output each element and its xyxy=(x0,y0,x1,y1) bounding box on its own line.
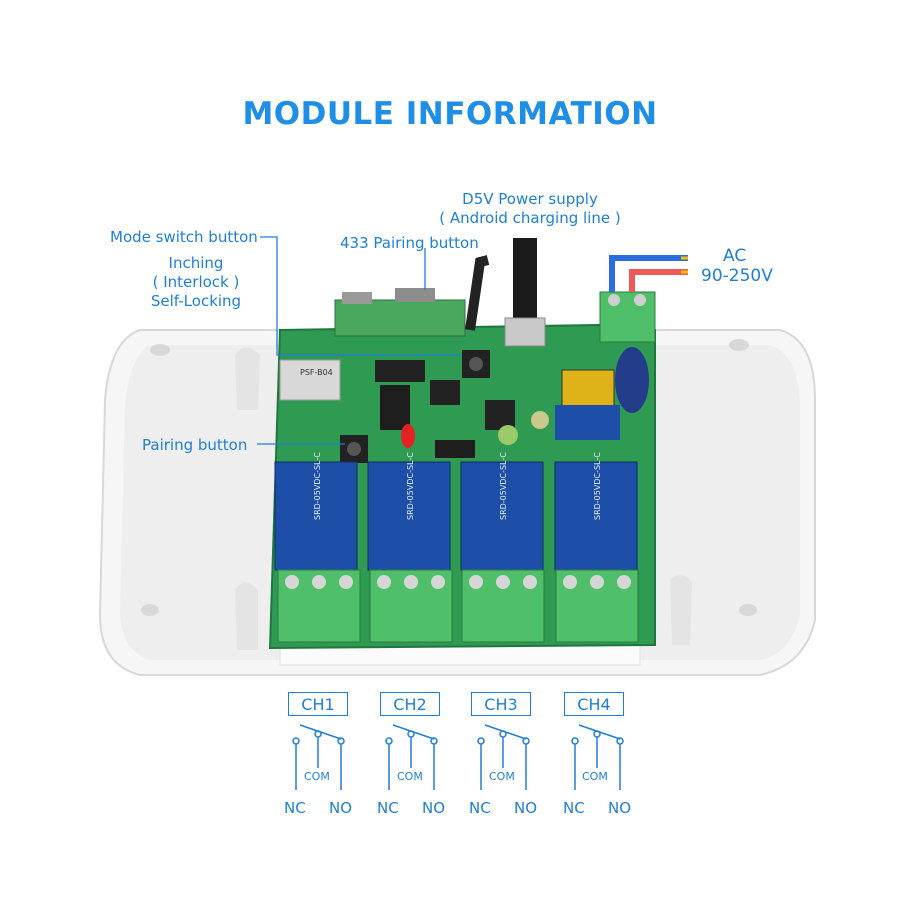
power-supply-label: D5V Power supply xyxy=(462,190,598,208)
status-led xyxy=(401,424,415,448)
terminal-ch3 xyxy=(461,569,545,643)
ac-wires xyxy=(609,255,688,292)
relay-1-model: SRD-05VDC-SL-C xyxy=(313,452,322,520)
ch2-com-label: COM xyxy=(397,770,423,783)
mode-self-locking: Self-Locking xyxy=(150,292,242,310)
ch3-com-label: COM xyxy=(489,770,515,783)
ac-terminal xyxy=(599,291,656,343)
pairing-button xyxy=(340,435,368,463)
rf-receiver-module: PSF-B04 xyxy=(279,288,515,458)
ch1-no-label: NO xyxy=(329,799,353,817)
ch2-no-label: NO xyxy=(422,799,446,817)
relay-3: SRD-05VDC-SL-C xyxy=(460,452,544,571)
channel-3-label: CH3 xyxy=(471,692,531,716)
power-cable xyxy=(504,238,546,347)
ch4-nc-label: NC xyxy=(563,799,585,817)
ch4-no-label: NO xyxy=(608,799,632,817)
relay-4-model: SRD-05VDC-SL-C xyxy=(593,452,602,520)
pairing-button-label: Pairing button xyxy=(142,436,248,454)
relay-1: SRD-05VDC-SL-C xyxy=(274,452,358,571)
callout-lines xyxy=(257,236,460,445)
mode-inching: Inching xyxy=(168,254,224,272)
antenna xyxy=(465,255,490,331)
channel-1-label: CH1 xyxy=(288,692,348,716)
schematic-ch1 xyxy=(292,724,345,790)
ch2-nc-label: NC xyxy=(377,799,399,817)
ch3-nc-label: NC xyxy=(469,799,491,817)
channel-schematics xyxy=(292,724,624,790)
relays: SRD-05VDC-SL-C SRD-05VDC-SL-C SRD-05VDC-… xyxy=(274,452,638,571)
relay-2-model: SRD-05VDC-SL-C xyxy=(406,452,415,520)
terminal-ch4 xyxy=(555,569,639,643)
ac-label: AC xyxy=(723,246,747,266)
mode-interlock: ( Interlock ) xyxy=(152,273,240,291)
rf-chip-label: PSF-B04 xyxy=(300,368,333,377)
output-terminals xyxy=(277,569,639,643)
terminal-ch1 xyxy=(277,569,361,643)
schematic-ch2 xyxy=(385,724,438,790)
page-title: MODULE INFORMATION xyxy=(242,96,658,132)
pairing-433-button xyxy=(462,350,490,378)
ch4-com-label: COM xyxy=(582,770,608,783)
mode-switch-label: Mode switch button xyxy=(110,228,258,246)
power-supply-note: ( Android charging line ) xyxy=(439,209,621,227)
power-section xyxy=(498,347,649,445)
schematic-ch3 xyxy=(477,724,530,790)
pairing-433-label: 433 Pairing button xyxy=(340,234,479,252)
ch1-nc-label: NC xyxy=(284,799,306,817)
relay-4: SRD-05VDC-SL-C xyxy=(554,452,638,571)
terminal-ch2 xyxy=(369,569,453,643)
ch1-com-label: COM xyxy=(304,770,330,783)
channel-2-label: CH2 xyxy=(380,692,440,716)
ac-voltage-label: 90-250V xyxy=(701,266,773,286)
relay-2: SRD-05VDC-SL-C xyxy=(367,452,451,571)
ch3-no-label: NO xyxy=(514,799,538,817)
channel-4-label: CH4 xyxy=(564,692,624,716)
relay-3-model: SRD-05VDC-SL-C xyxy=(499,452,508,520)
schematic-ch4 xyxy=(571,724,624,790)
